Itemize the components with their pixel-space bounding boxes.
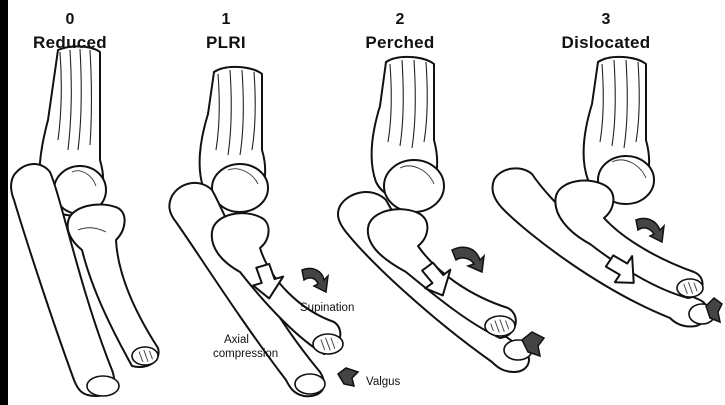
compression-label: compression <box>213 348 278 361</box>
stage-3-elbow <box>492 57 722 327</box>
valgus-label: Valgus <box>366 376 400 389</box>
stage-0-number: 0 <box>10 12 130 28</box>
stage-0-elbow <box>11 46 159 396</box>
supination-arrow-2 <box>452 247 484 272</box>
stage-1-elbow <box>169 67 358 396</box>
stage-1-number: 1 <box>166 12 286 28</box>
axial-label: Axial <box>224 334 249 347</box>
supination-arrow-1 <box>302 268 328 292</box>
stage-2-title: Perched <box>330 34 470 52</box>
stage-3-title: Dislocated <box>536 34 676 52</box>
stage-1-title: PLRI <box>156 34 296 52</box>
supination-label: Supination <box>300 302 354 315</box>
stage-2-number: 2 <box>340 12 460 28</box>
stage-3-number: 3 <box>546 12 666 28</box>
stage-0-title: Reduced <box>0 34 140 52</box>
valgus-arrow-1 <box>338 368 358 386</box>
supination-arrow-3 <box>636 218 664 242</box>
